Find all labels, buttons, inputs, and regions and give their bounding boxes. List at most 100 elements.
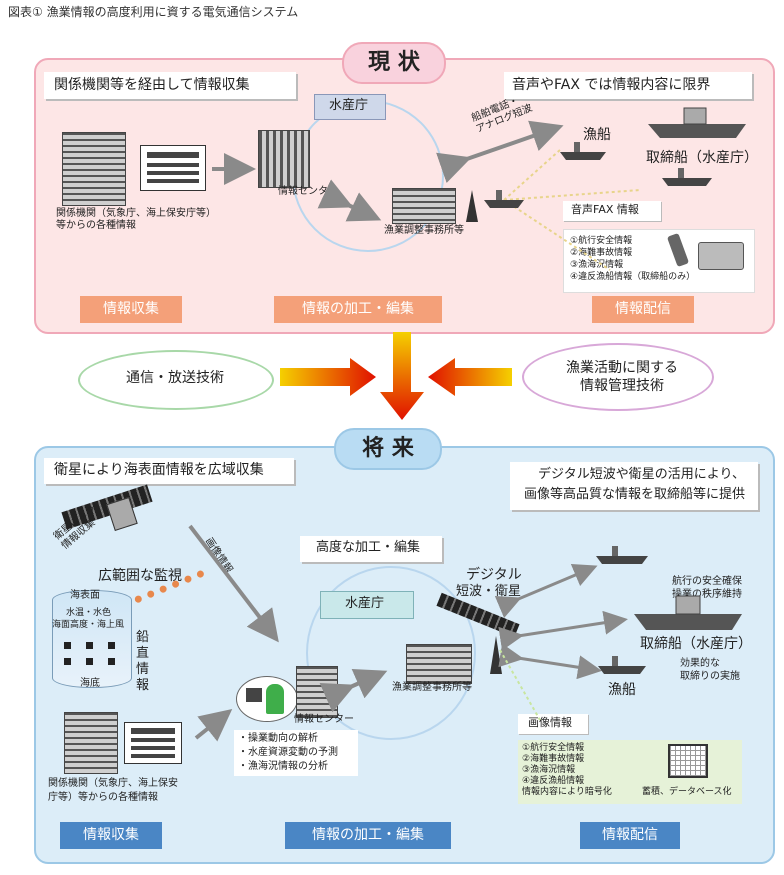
- safety-label-2: 操業の秩序維持: [672, 589, 742, 600]
- arrow-to-safety-boat: [494, 563, 598, 619]
- patrol-boat-icon: [634, 595, 742, 630]
- current-source-line1: 関係機関（気象庁、海上保安庁等）: [56, 208, 216, 219]
- future-banner-right-2: 画像等高品質な情報を取締船等に提供: [524, 487, 746, 502]
- agency-building-icon: [62, 132, 126, 206]
- analysis-item: ・操業動向の解析: [238, 733, 318, 744]
- arrow-to-patrol-boat: [498, 610, 628, 651]
- vertical-info-label: 鉛 直 情 報: [136, 630, 150, 693]
- current-info-item: ④違反漁船情報（取締船のみ）: [570, 272, 696, 282]
- comm-tech-label: 通信・放送技術: [126, 370, 224, 386]
- current-info-item: ②海難事故情報: [570, 248, 633, 258]
- sea-surface-label: 海表面: [70, 590, 100, 601]
- sea-params-1: 水温・水色: [66, 608, 112, 618]
- seabed-label: 海底: [80, 678, 100, 689]
- depth-dots: [60, 640, 122, 670]
- current-banner-right: 音声やFAX では情報内容に限界: [504, 72, 752, 99]
- advanced-process-box: 高度な加工・編集: [300, 536, 442, 562]
- future-info-item: ④違反漁船情報: [522, 776, 585, 786]
- newspaper-icon: [140, 145, 206, 191]
- fishing-boat-icon: [598, 656, 646, 674]
- current-info-item: ①航行安全情報: [570, 236, 633, 246]
- fishing-boat-icon: [662, 168, 712, 186]
- future-sec-collect: 情報収集: [60, 822, 162, 849]
- fishing-boat-icon: [484, 190, 524, 208]
- current-sec-process: 情報の加工・編集: [274, 296, 442, 323]
- left-big-arrow: [428, 358, 512, 396]
- future-suisancho-text: 水産庁: [345, 596, 385, 611]
- monitor-icon: [246, 688, 262, 702]
- current-suisancho-text: 水産庁: [329, 98, 369, 113]
- broadcast-line: [503, 199, 611, 271]
- broadcast-line: [499, 649, 541, 721]
- wide-monitor-label: 広範囲な監視: [98, 568, 182, 584]
- current-center-label: 情報センター: [278, 186, 338, 197]
- future-source-line2: 庁等）等からの各種情報: [48, 792, 158, 803]
- future-banner-right: デジタル短波や衛星の活用により、 画像等高品質な情報を取締船等に提供: [510, 462, 758, 510]
- sea-cylinder: [52, 590, 132, 688]
- mgmt-tech-oval: [522, 343, 714, 411]
- arrow-center-office: [317, 179, 382, 222]
- future-banner-left: 衛星により海表面情報を広域収集: [44, 458, 294, 484]
- analysis-item: ・漁海況情報の分析: [238, 761, 328, 772]
- future-info-list-box: ①航行安全情報 ②海難事故情報 ③漁海況情報 ④違反漁船情報 情報内容により暗号…: [518, 740, 742, 804]
- current-sec-collect: 情報収集: [80, 296, 182, 323]
- broadcast-line: [503, 149, 561, 201]
- effective-label-2: 取締りの実施: [680, 671, 740, 682]
- person-icon: [266, 684, 284, 714]
- future-office-label: 漁業調整事務所等: [392, 682, 472, 693]
- arrow-center-office-future: [319, 668, 388, 713]
- broadcast-line: [503, 189, 641, 201]
- future-info-item: 情報内容により暗号化: [522, 787, 612, 797]
- future-source-line1: 関係機関（気象庁、海上保安: [48, 778, 178, 789]
- future-sec-deliver: 情報配信: [580, 822, 680, 849]
- future-sec-process: 情報の加工・編集: [285, 822, 451, 849]
- current-source-line2: 等からの各種情報: [56, 220, 136, 231]
- fax-icon: [698, 242, 744, 270]
- future-newspaper-icon: [124, 722, 182, 764]
- mgmt-tech-label-2: 情報管理技術: [580, 378, 664, 394]
- future-process-ring: [306, 566, 476, 740]
- current-patrol-boat-label: 取締船（水産庁）: [646, 150, 758, 166]
- future-banner-left-text: 衛星により海表面情報を広域収集: [54, 462, 264, 478]
- safety-label-1: 航行の安全確保: [672, 576, 742, 587]
- mgmt-tech-label-1: 漁業活動に関する: [566, 360, 678, 376]
- right-big-arrow: [280, 358, 376, 396]
- current-banner-left-text: 関係機関等を経由して情報収集: [54, 77, 250, 93]
- tower-icon: [466, 190, 478, 222]
- patrol-boat-icon: [648, 107, 746, 138]
- future-info-item: ③漁海況情報: [522, 765, 576, 775]
- future-suisancho-box: 水産庁: [320, 591, 414, 619]
- voice-fax-box: 音声FAX 情報: [563, 201, 661, 221]
- advanced-process-label: 高度な加工・編集: [316, 540, 421, 555]
- fishing-boat-icon: [596, 546, 648, 564]
- future-patrol-boat-label: 取締船（水産庁）: [640, 636, 752, 652]
- future-header-text: 将 来: [362, 436, 414, 461]
- future-info-item: ①航行安全情報: [522, 743, 585, 753]
- database-monitor-icon: [668, 744, 708, 778]
- fishing-boat-icon: [560, 142, 606, 160]
- future-agency-building-icon: [64, 712, 118, 774]
- figure-title: 図表① 漁業情報の高度利用に資する電気通信システム: [8, 5, 299, 19]
- current-info-item: ③漁海況情報: [570, 260, 624, 270]
- voice-fax-label: 音声FAX 情報: [571, 203, 639, 216]
- future-header: 将 来: [334, 428, 442, 470]
- current-fishing-boat-label: 漁船: [583, 127, 611, 143]
- current-banner-left: 関係機関等を経由して情報収集: [44, 72, 296, 99]
- office-building-icon: [392, 188, 456, 224]
- current-header: 現 状: [342, 42, 446, 84]
- analysis-item: ・水産資源変動の予測: [238, 747, 338, 758]
- future-banner-right-1: デジタル短波や衛星の活用により、: [538, 467, 745, 482]
- down-big-arrow: [380, 332, 424, 420]
- analysis-box: ・操業動向の解析 ・水産資源変動の予測 ・漁海況情報の分析: [234, 730, 358, 776]
- arrow-to-fishing-boat: [498, 643, 602, 680]
- arrow-sat-to-center: [188, 524, 279, 643]
- future-office-building-icon: [406, 644, 472, 684]
- current-office-label: 漁業調整事務所等: [384, 225, 464, 236]
- storage-label: 蓄積、データベース化: [642, 787, 732, 797]
- effective-label-1: 効果的な: [680, 658, 720, 669]
- info-center-building-icon: [258, 130, 310, 188]
- current-banner-right-text: 音声やFAX では情報内容に限界: [512, 77, 711, 93]
- future-info-item: ②海難事故情報: [522, 754, 585, 764]
- current-header-text: 現 状: [368, 50, 420, 75]
